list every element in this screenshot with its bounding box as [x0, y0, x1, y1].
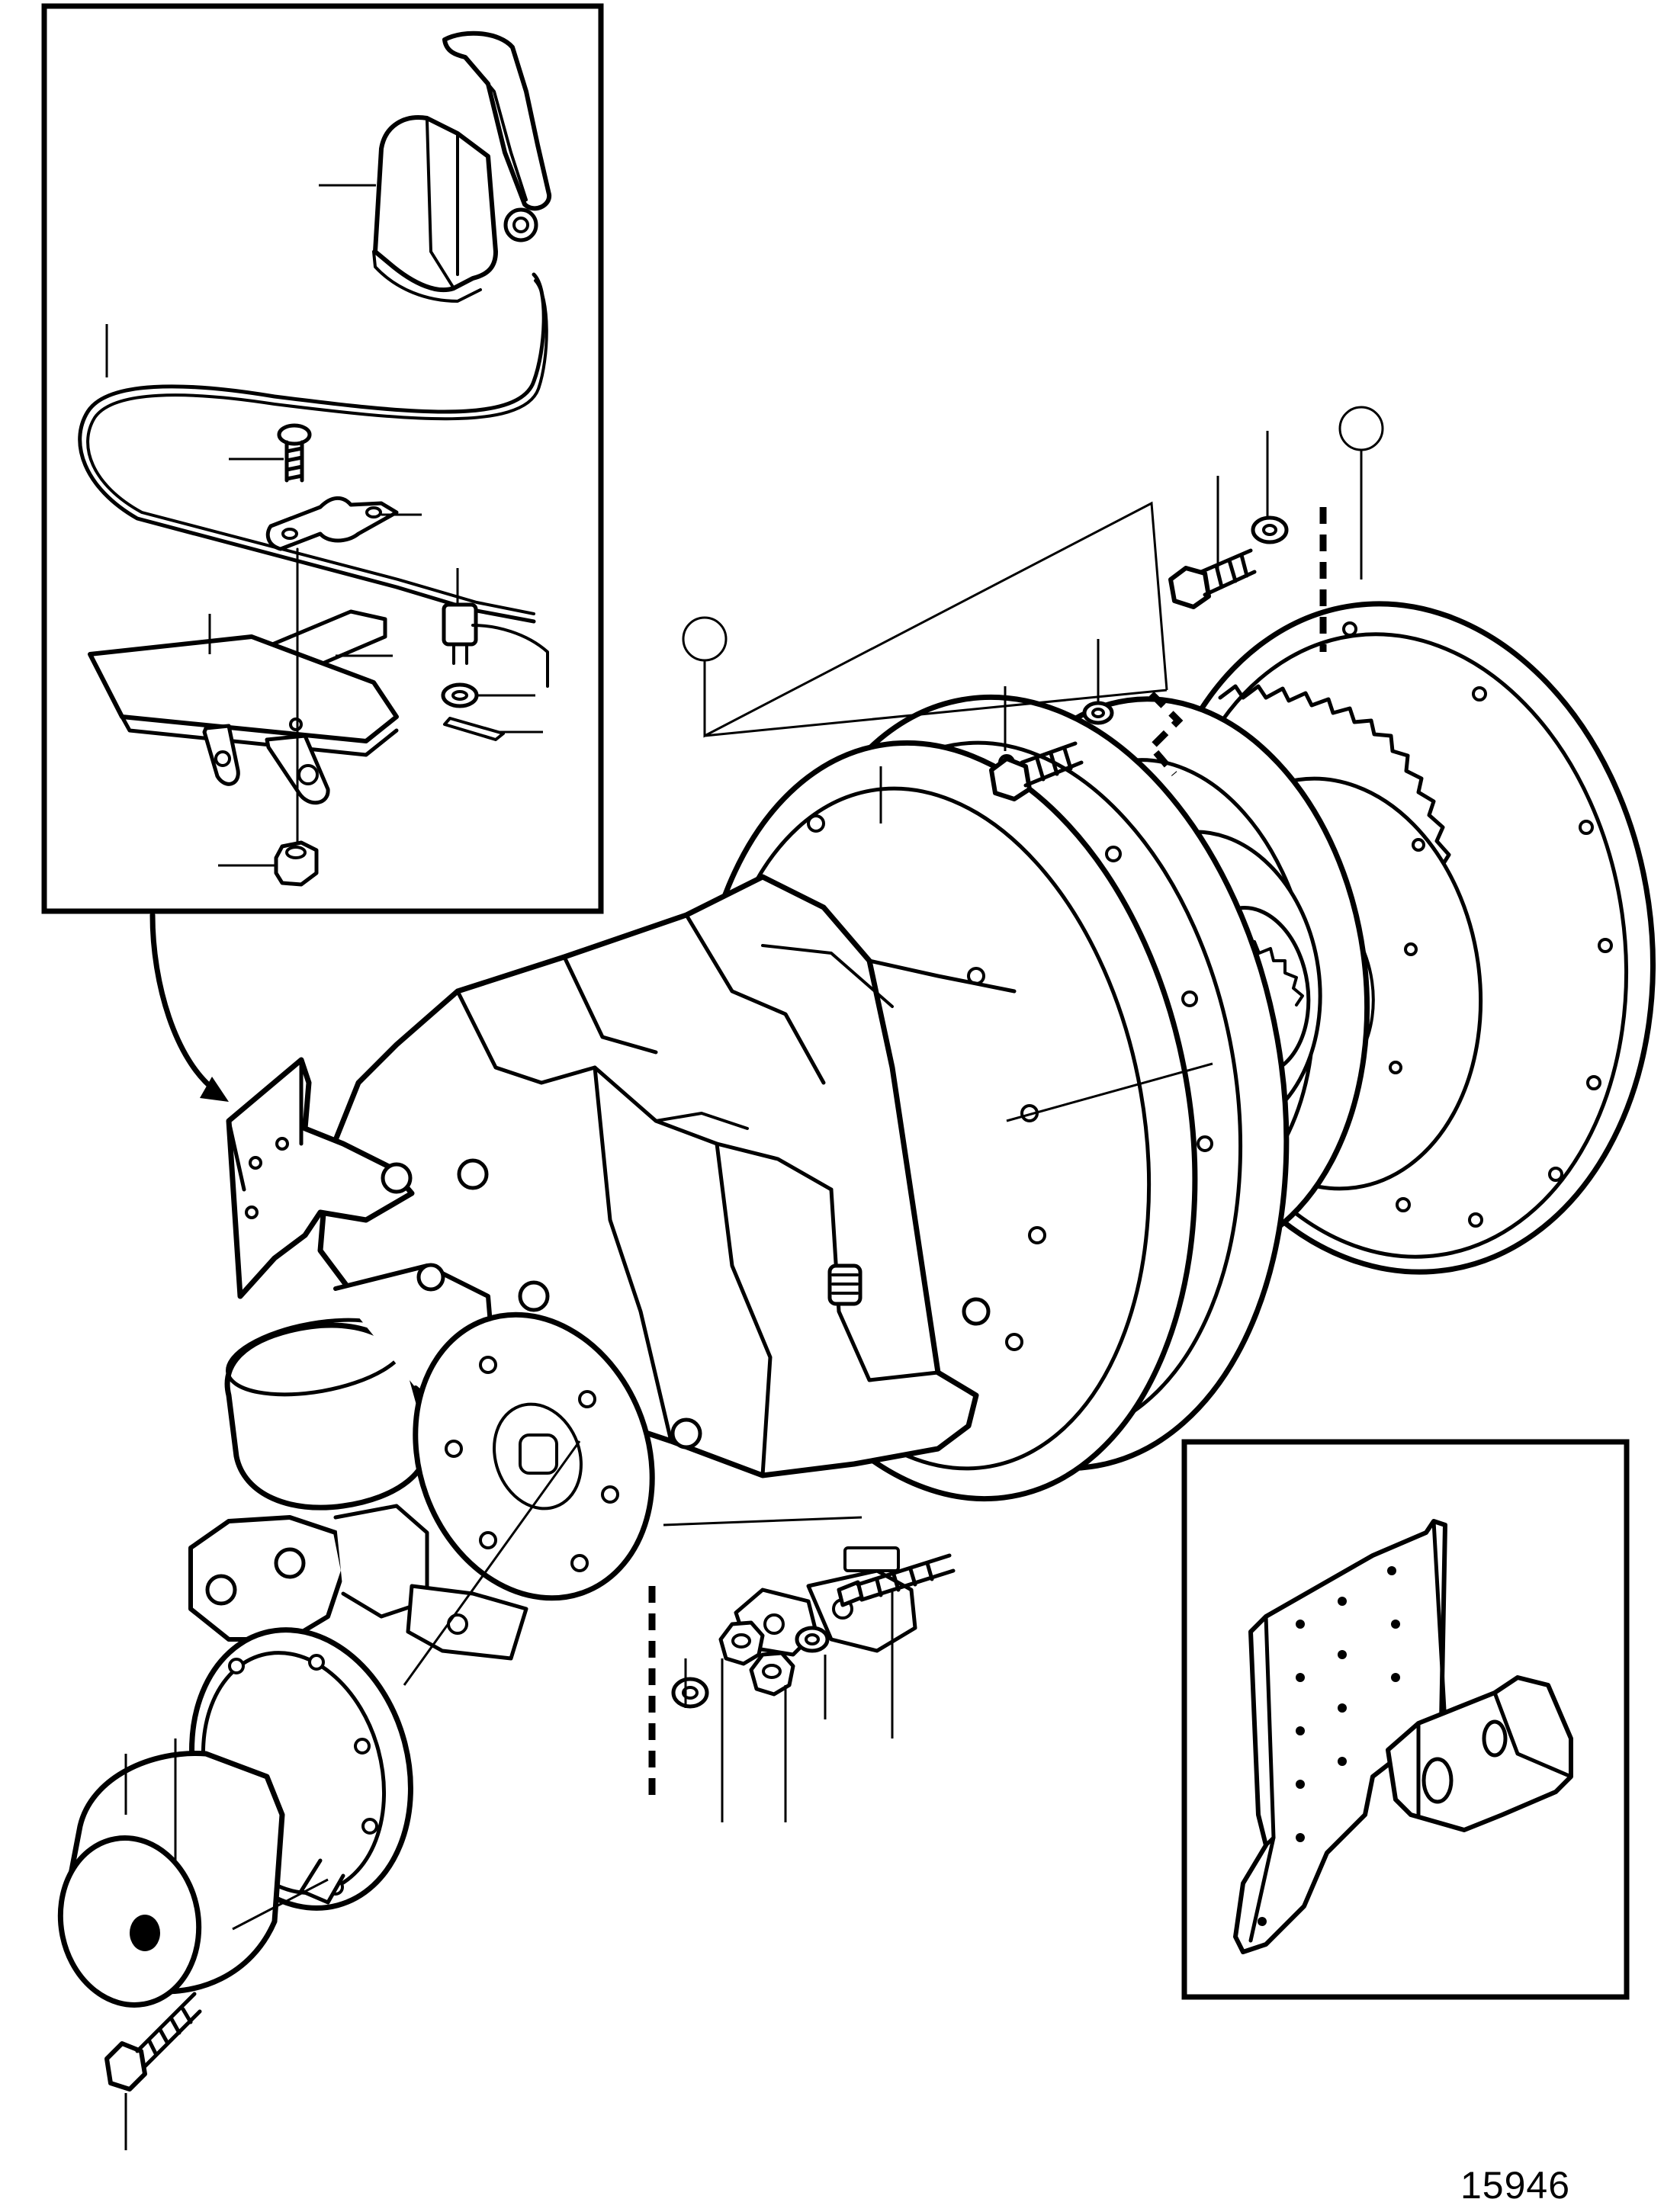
- callout-lines: [124, 406, 1384, 2150]
- inset-pointer-arrow: [149, 912, 218, 1093]
- bracket-inset: [1181, 1439, 1630, 2000]
- split-pin: [443, 717, 505, 741]
- nut: [274, 840, 319, 887]
- coupling-bolt: [104, 1992, 202, 2092]
- reference-circle-2: [1338, 406, 1384, 451]
- mounting-bracket: [1233, 1519, 1447, 1954]
- alignment-dashes: [648, 507, 1327, 1799]
- reference-circle-1: [682, 616, 728, 662]
- screw: [277, 423, 312, 483]
- figure-reference-number: 15946: [1460, 2164, 1571, 2207]
- output-flange: [413, 1311, 655, 1601]
- cable-end: [442, 602, 549, 688]
- control-cable: [78, 272, 546, 624]
- housing-bolt: [989, 701, 1114, 801]
- reverse-gear-housing: [317, 740, 1198, 1502]
- control-lever: [442, 30, 552, 211]
- fastener-nuts: [671, 1620, 830, 1709]
- mounting-foot: [1386, 1675, 1573, 1832]
- propeller-shaft-coupling: [57, 1627, 413, 2008]
- control-housing: [372, 115, 538, 303]
- washer: [441, 682, 479, 708]
- mounting-bracket-left: [226, 1057, 415, 1299]
- mounting-plate: [88, 634, 399, 805]
- flywheel-bolt: [1168, 515, 1289, 609]
- stud: [837, 1553, 956, 1607]
- cable-clamp: [265, 496, 399, 551]
- control-inset: [41, 3, 604, 914]
